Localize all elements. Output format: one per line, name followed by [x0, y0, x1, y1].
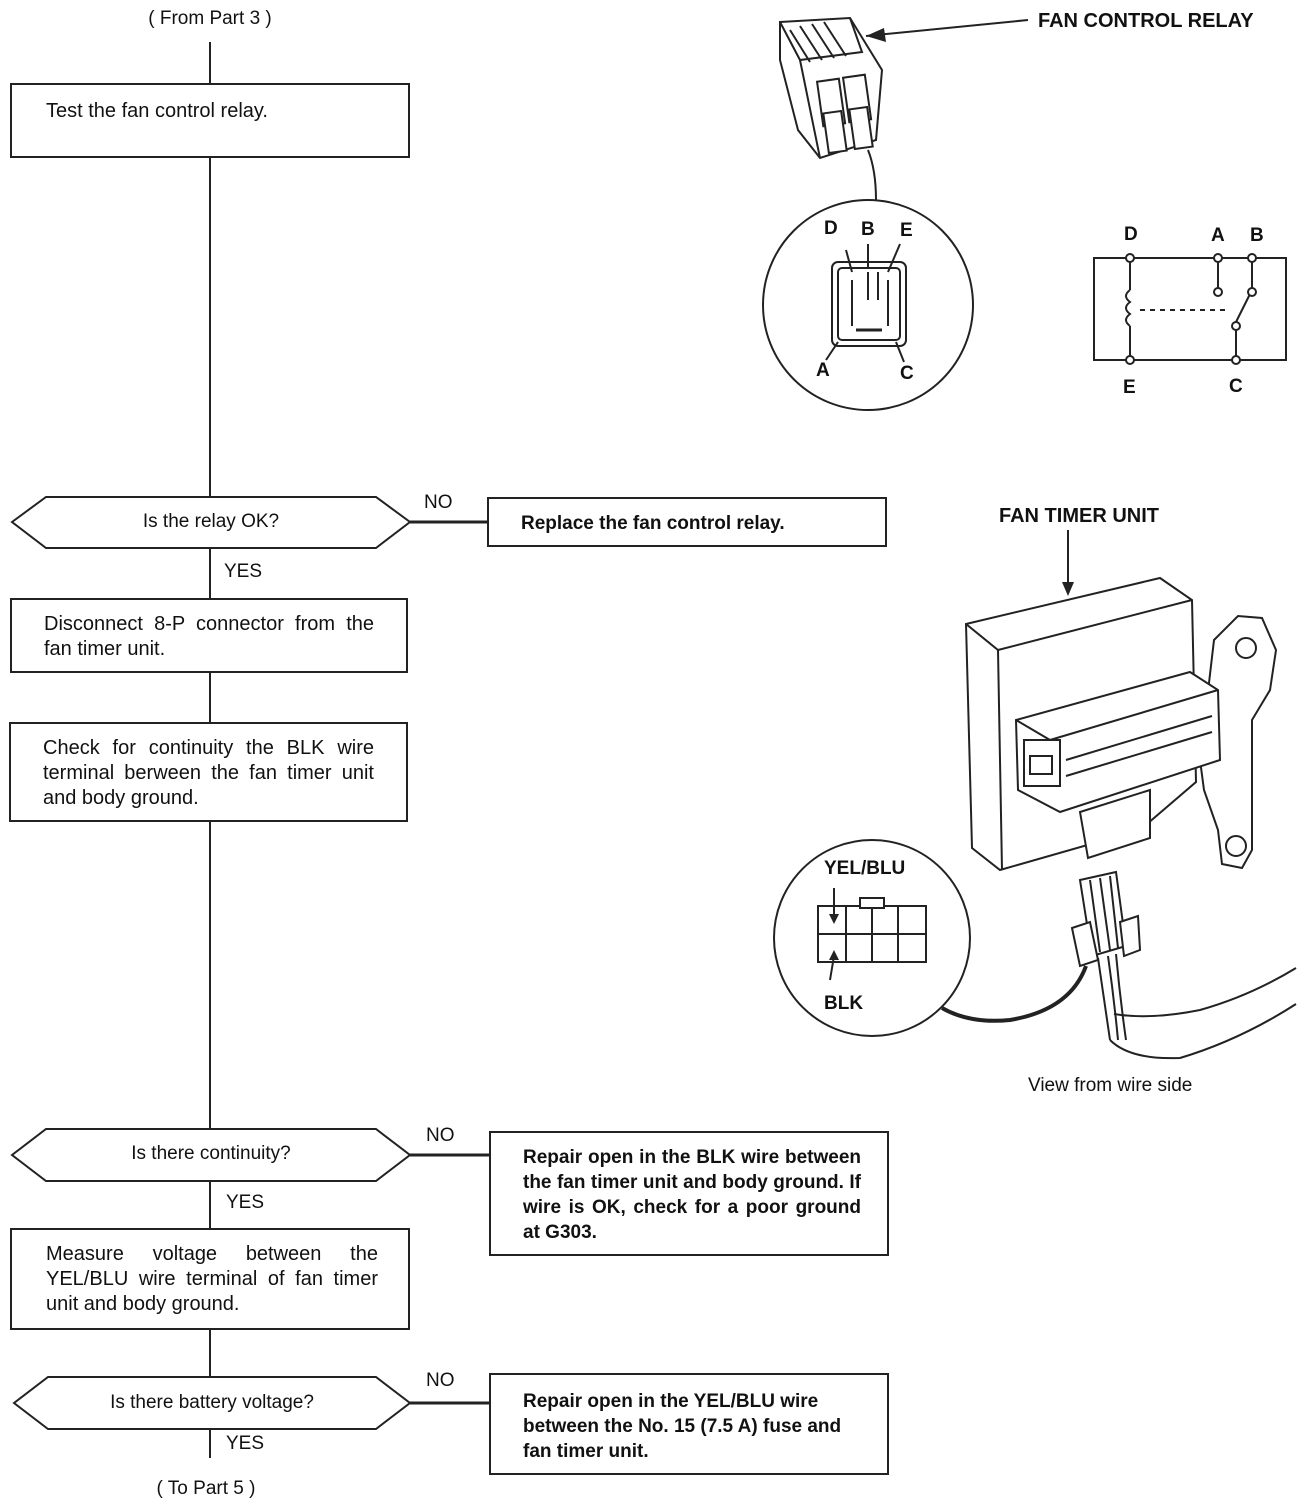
- step-test-relay-text: Test the fan control relay.: [46, 100, 268, 122]
- step-disconnect-box: Disconnect 8-P connector from the fan ti…: [10, 598, 408, 673]
- schematic-pin-e: E: [1123, 377, 1136, 398]
- schematic-pin-c: C: [1229, 376, 1243, 397]
- arrow-head: [1062, 582, 1074, 596]
- fan-control-relay-title: FAN CONTROL RELAY: [1038, 10, 1254, 32]
- yes-label: YES: [226, 1192, 265, 1213]
- action-repair-blk-box: Repair open in the BLK wire between the …: [489, 1131, 889, 1256]
- step-test-relay-box: Test the fan control relay.: [10, 83, 410, 158]
- relay-connector-view: [762, 199, 974, 411]
- yes-label: YES: [224, 561, 263, 582]
- view-caption: View from wire side: [1028, 1075, 1193, 1096]
- action-replace-relay-text: Replace the fan control relay.: [521, 513, 785, 534]
- arrow-head: [829, 950, 839, 960]
- schematic-pin-d: D: [1124, 224, 1138, 245]
- step-measure-voltage-box: Measure voltage between the YEL/BLU wire…: [10, 1228, 410, 1330]
- question-continuity: Is there continuity?: [131, 1143, 291, 1164]
- relay-illustration: [779, 16, 1029, 201]
- yes-label: YES: [226, 1433, 265, 1454]
- from-part-label: ( From Part 3 ): [148, 8, 272, 29]
- fan-timer-unit-title: FAN TIMER UNIT: [999, 505, 1159, 527]
- relay-pin-d: D: [824, 218, 838, 239]
- to-part-label: ( To Part 5 ): [156, 1478, 256, 1499]
- no-label: NO: [426, 1125, 455, 1146]
- arrow-head: [829, 914, 839, 924]
- timer-unit-illustration: [941, 530, 1297, 1060]
- action-repair-yelblu-text: Repair open in the YEL/BLU wire between …: [523, 1391, 842, 1462]
- step-check-continuity-text: Check for continuity the BLK wire termin…: [43, 737, 374, 809]
- no-label: NO: [426, 1370, 455, 1391]
- arrow-head: [866, 28, 886, 42]
- question-battery-voltage: Is there battery voltage?: [110, 1392, 314, 1413]
- schematic-pin-a: A: [1211, 225, 1225, 246]
- question-relay-ok: Is the relay OK?: [142, 511, 280, 532]
- no-label: NO: [424, 492, 453, 513]
- timer-connector-view: [773, 839, 971, 1037]
- action-replace-relay-box: Replace the fan control relay.: [487, 497, 887, 547]
- step-measure-voltage-text: Measure voltage between the YEL/BLU wire…: [46, 1243, 378, 1315]
- wire-yel-blu-label: YEL/BLU: [824, 858, 906, 879]
- action-repair-yelblu-box: Repair open in the YEL/BLU wire between …: [489, 1373, 889, 1475]
- step-check-continuity-box: Check for continuity the BLK wire termin…: [9, 722, 408, 822]
- relay-pin-c: C: [900, 363, 914, 384]
- relay-pin-a: A: [816, 360, 830, 381]
- relay-pin-e: E: [900, 220, 913, 241]
- relay-schematic: [1093, 253, 1287, 365]
- relay-pin-b: B: [861, 219, 875, 240]
- wire-blk-label: BLK: [824, 993, 864, 1014]
- action-repair-blk-text: Repair open in the BLK wire between the …: [523, 1147, 861, 1243]
- schematic-pin-b: B: [1250, 225, 1264, 246]
- step-disconnect-text: Disconnect 8-P connector from the fan ti…: [44, 613, 374, 660]
